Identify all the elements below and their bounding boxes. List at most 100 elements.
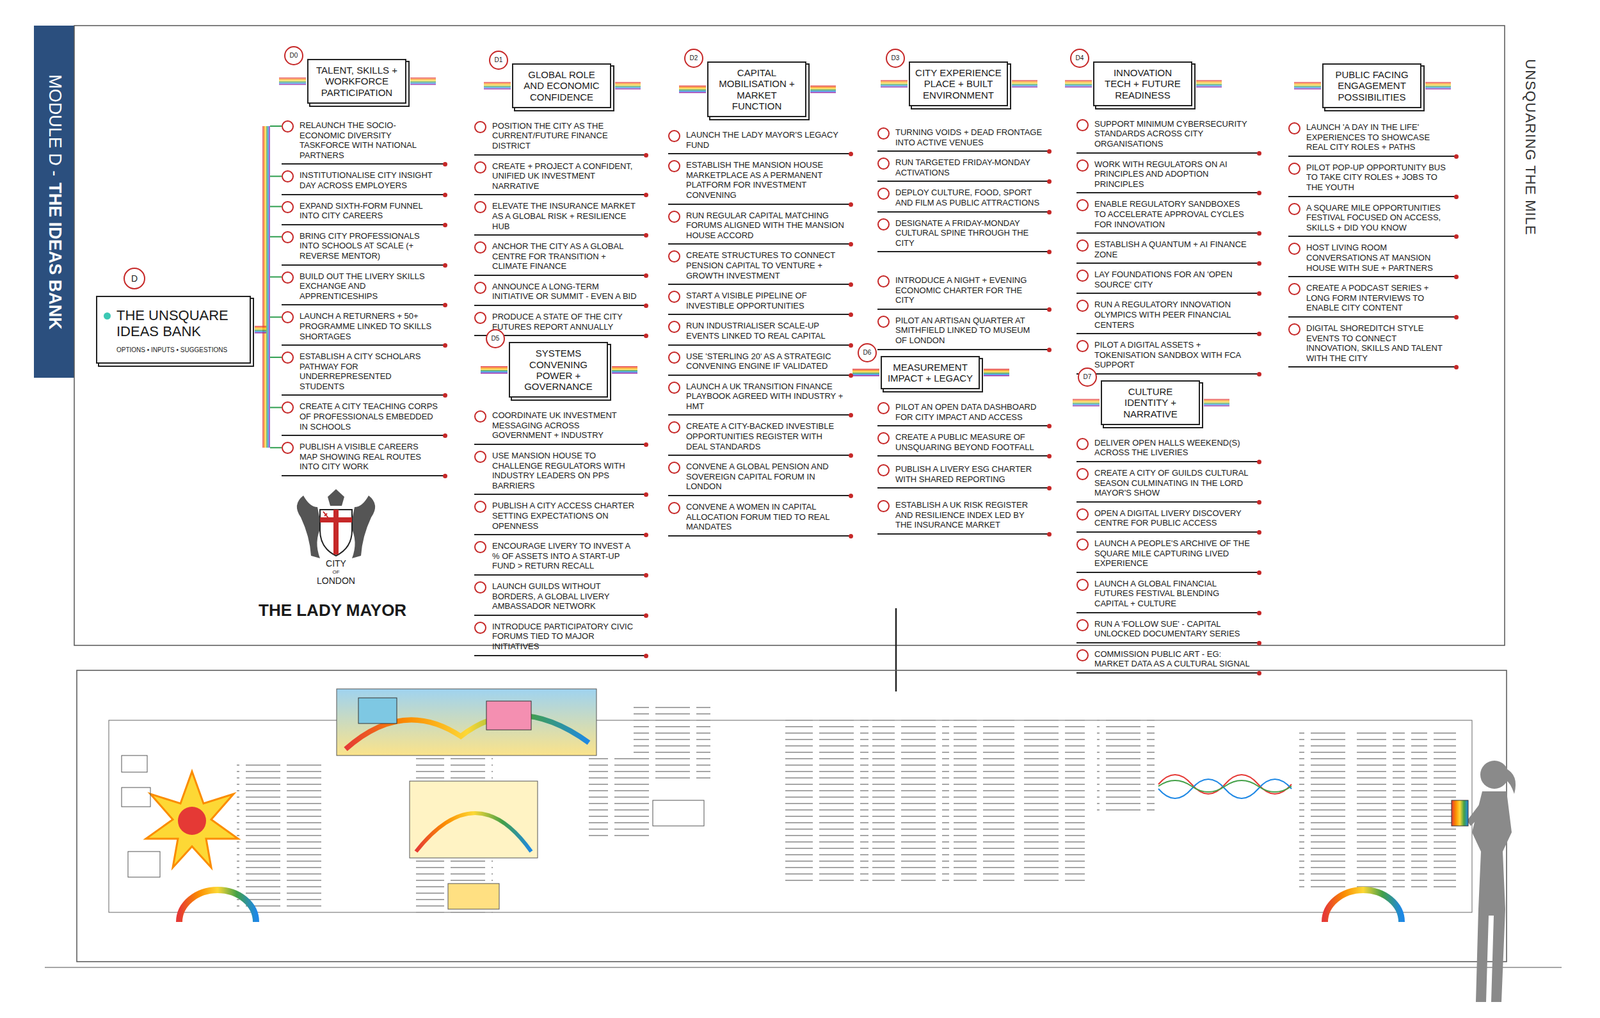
idea-item: HOST LIVING ROOM CONVERSATIONS AT MANSIO…: [1288, 242, 1456, 278]
end-dot: [1454, 154, 1459, 159]
idea-item: ESTABLISH THE MANSION HOUSE MARKETPLACE …: [668, 160, 851, 205]
idea-text: EXPAND SIXTH-FORM FUNNEL INTO CITY CAREE…: [299, 200, 423, 221]
branch-line: [1011, 81, 1038, 82]
number-circle: [1076, 648, 1089, 662]
branch-line: [611, 367, 638, 368]
branch-line: [279, 77, 306, 79]
branch-line: [611, 371, 638, 372]
callout-number: D5: [485, 328, 505, 349]
branch-line: [266, 126, 267, 448]
branch-line: [611, 372, 638, 374]
number-circle: [1288, 122, 1301, 135]
idea-text: PILOT AN OPEN DATA DASHBOARD FOR CITY IM…: [895, 401, 1037, 422]
end-dot: [643, 273, 649, 278]
category-title: CITY EXPERIENCE PLACE + BUILT ENVIRONMEN…: [915, 67, 1002, 101]
module-label: MODULE D -: [44, 74, 64, 176]
idea-text: CREATE A PODCAST SERIES + LONG FORM INTE…: [1306, 282, 1429, 313]
idea-text: USE MANSION HOUSE TO CHALLENGE REGULATOR…: [492, 450, 626, 491]
callout-number: D1: [488, 50, 509, 70]
branch-line: [1064, 80, 1092, 81]
number-circle: [1288, 282, 1301, 296]
callout-number: D7: [1077, 367, 1097, 387]
idea-item: DESIGNATE A FRIDAY-MONDAY CULTURAL SPINE…: [877, 218, 1049, 253]
idea-text: CREATE + PROJECT A CONFIDENT, UNIFIED UK…: [492, 161, 633, 191]
number-circle: [1076, 269, 1089, 282]
number-circle: [668, 461, 681, 474]
branch-line: [615, 88, 641, 89]
number-circle: [668, 250, 681, 263]
idea-item: PILOT AN ARTISAN QUARTER AT SMITHFIELD L…: [877, 315, 1049, 351]
branch-line: [1196, 82, 1222, 84]
side-title: UNSQUARING THE MILE: [1517, 41, 1544, 253]
branch-line: [1196, 86, 1222, 88]
category-title: PUBLIC FACING ENGAGEMENT POSSIBILITIES: [1328, 69, 1416, 103]
idea-item: DELIVER OPEN HALLS WEEKEND(S) ACROSS THE…: [1076, 437, 1259, 463]
category-box: TALENT, SKILLS + WORKFORCE PARTICIPATION: [307, 58, 407, 104]
number-circle: [281, 401, 294, 414]
category-title: INNOVATION TECH + FUTURE READINESS: [1099, 67, 1186, 101]
idea-item: RELAUNCH THE SOCIO-ECONOMIC DIVERSITY TA…: [281, 120, 445, 165]
idea-text: ESTABLISH A QUANTUM + AI FINANCE ZONE: [1094, 239, 1247, 260]
end-dot: [643, 442, 649, 447]
idea-item: DEPLOY CULTURE, FOOD, SPORT AND FILM AS …: [877, 187, 1049, 212]
branch-line: [254, 330, 267, 332]
branch-line: [279, 78, 306, 80]
idea-text: CREATE A CITY TEACHING CORPS OF PROFESSI…: [299, 401, 438, 431]
idea-item: SUPPORT MINIMUM CYBERSECURITY STANDARDS …: [1076, 119, 1259, 154]
idea-item: INTRODUCE A NIGHT + EVENING ECONOMIC CHA…: [877, 275, 1049, 310]
category-box: PUBLIC FACING ENGAGEMENT POSSIBILITIES: [1322, 63, 1422, 109]
branch-line: [480, 372, 508, 374]
idea-item: PUBLISH A CITY ACCESS CHARTER SETTING EX…: [474, 500, 646, 536]
idea-item: RUN REGULAR CAPITAL MATCHING FORUMS ALIG…: [668, 210, 851, 246]
number-circle: [877, 499, 890, 512]
idea-text: SUPPORT MINIMUM CYBERSECURITY STANDARDS …: [1094, 119, 1247, 149]
end-dot: [848, 533, 854, 539]
number-circle: [877, 187, 890, 200]
branch-line: [983, 373, 1010, 375]
idea-item: ESTABLISH A CITY SCHOLARS PATHWAY FOR UN…: [281, 351, 445, 396]
category-box: MEASUREMENT IMPACT + LEGACY: [880, 355, 980, 390]
end-dot: [1256, 459, 1262, 464]
number-circle: [668, 351, 681, 364]
idea-text: TURNING VOIDS + DEAD FRONTAGE INTO ACTIV…: [895, 127, 1042, 148]
category-box: SYSTEMS CONVENING POWER + GOVERNANCE: [508, 341, 608, 398]
branch-line: [254, 327, 267, 328]
category-title: TALENT, SKILLS + WORKFORCE PARTICIPATION: [313, 64, 400, 98]
end-dot: [442, 161, 448, 167]
branch-line: [480, 367, 508, 368]
idea-text: ESTABLISH A UK RISK REGISTER AND RESILIE…: [895, 499, 1028, 530]
branch-line: [410, 81, 436, 82]
idea-item: INTRODUCE PARTICIPATORY CIVIC FORUMS TIE…: [474, 621, 646, 656]
module-label: THE IDEAS BANK: [44, 182, 64, 330]
idea-text: RUN TARGETED FRIDAY-MONDAY ACTIVATIONS: [895, 157, 1031, 178]
branch-line: [1294, 83, 1321, 84]
idea-item: TURNING VOIDS + DEAD FRONTAGE INTO ACTIV…: [877, 127, 1049, 152]
number-circle: [281, 231, 294, 244]
branch-line: [810, 87, 836, 88]
idea-text: LAUNCH A PEOPLE'S ARCHIVE OF THE SQUARE …: [1094, 538, 1250, 568]
idea-item: EXPAND SIXTH-FORM FUNNEL INTO CITY CAREE…: [281, 200, 445, 226]
idea-item: POSITION THE CITY AS THE CURRENT/FUTURE …: [474, 120, 646, 156]
end-dot: [1256, 499, 1262, 505]
idea-item: ENABLE REGULATORY SANDBOXES TO ACCELERAT…: [1076, 199, 1259, 234]
branch-line: [1064, 82, 1092, 84]
idea-item: CREATE + PROJECT A CONFIDENT, UNIFIED UK…: [474, 161, 646, 196]
category-title: CULTURE IDENTITY + NARRATIVE: [1107, 385, 1194, 420]
idea-item: ESTABLISH A UK RISK REGISTER AND RESILIE…: [877, 499, 1049, 535]
end-dot: [1047, 485, 1052, 491]
number-circle: [474, 540, 487, 553]
idea-text: RUN INDUSTRIALISER SCALE-UP EVENTS LINKE…: [686, 320, 826, 341]
branch-line: [410, 77, 436, 79]
branch-line: [1072, 398, 1100, 400]
branch-line: [852, 369, 880, 371]
branch-line: [852, 372, 880, 374]
idea-text: PUBLISH A VISIBLE CAREERS MAP SHOWING RE…: [299, 441, 422, 472]
number-circle: [1288, 323, 1301, 336]
number-circle: [1076, 538, 1089, 551]
end-dot: [643, 192, 649, 198]
idea-item: CREATE A CITY-BACKED INVESTIBLE OPPORTUN…: [668, 421, 851, 456]
end-dot: [643, 303, 649, 308]
idea-text: ENABLE REGULATORY SANDBOXES TO ACCELERAT…: [1094, 199, 1245, 229]
number-circle: [474, 241, 487, 254]
idea-item: CREATE STRUCTURES TO CONNECT PENSION CAP…: [668, 250, 851, 285]
